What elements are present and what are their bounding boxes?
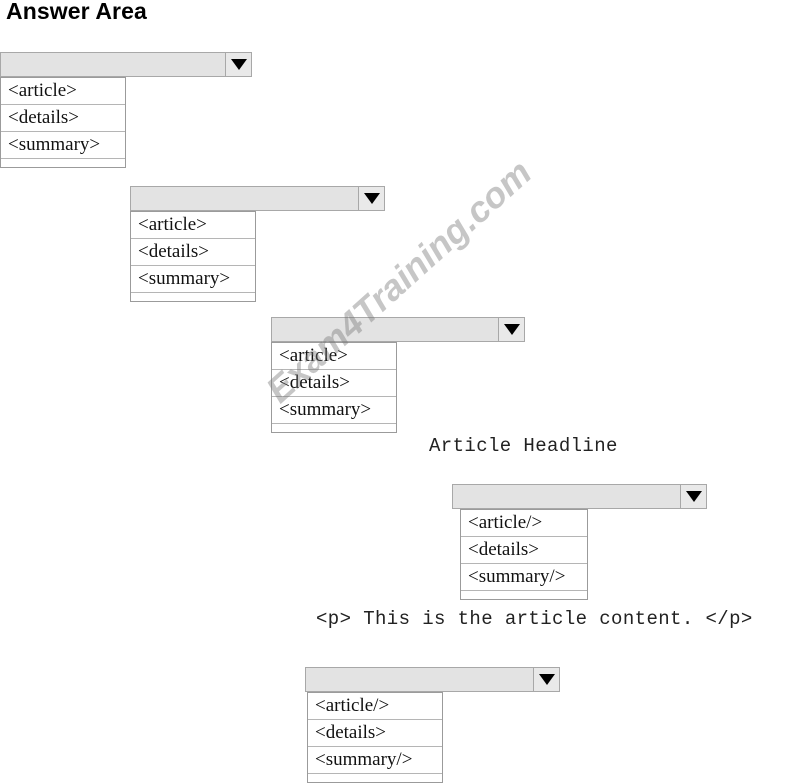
- chevron-down-icon: [685, 491, 702, 502]
- dropdown-3[interactable]: <article> <details> <summary>: [271, 317, 525, 433]
- dropdown-5-option-details[interactable]: <details>: [308, 720, 442, 747]
- dropdown-1-value[interactable]: [1, 53, 225, 76]
- dropdown-1-option-summary[interactable]: <summary>: [1, 132, 125, 159]
- dropdown-3-option-details[interactable]: <details>: [272, 370, 396, 397]
- article-paragraph-text: <p> This is the article content. </p>: [316, 608, 753, 630]
- dropdown-5[interactable]: <article/> <details> <summary/>: [305, 667, 560, 783]
- dropdown-2-option-details[interactable]: <details>: [131, 239, 255, 266]
- dropdown-1-toggle-button[interactable]: [225, 53, 251, 76]
- dropdown-2-option-article[interactable]: <article>: [131, 212, 255, 239]
- dropdown-3-value[interactable]: [272, 318, 498, 341]
- dropdown-1-option-details[interactable]: <details>: [1, 105, 125, 132]
- dropdown-4-toggle-button[interactable]: [680, 485, 706, 508]
- chevron-down-icon: [230, 59, 247, 70]
- dropdown-4-option-summary[interactable]: <summary/>: [461, 564, 587, 591]
- dropdown-4-value[interactable]: [453, 485, 680, 508]
- article-headline-text: Article Headline: [429, 435, 618, 457]
- dropdown-3-option-summary[interactable]: <summary>: [272, 397, 396, 424]
- dropdown-3-option-list[interactable]: <article> <details> <summary>: [271, 342, 397, 433]
- dropdown-1-option-article[interactable]: <article>: [1, 78, 125, 105]
- dropdown-1-option-list[interactable]: <article> <details> <summary>: [0, 77, 126, 168]
- page-title: Answer Area: [6, 0, 147, 24]
- dropdown-4[interactable]: <article/> <details> <summary/>: [452, 484, 707, 600]
- dropdown-2-toggle-button[interactable]: [358, 187, 384, 210]
- chevron-down-icon: [503, 324, 520, 335]
- dropdown-3-option-article[interactable]: <article>: [272, 343, 396, 370]
- dropdown-4-option-details[interactable]: <details>: [461, 537, 587, 564]
- dropdown-1[interactable]: <article> <details> <summary>: [0, 52, 252, 168]
- dropdown-1-bar[interactable]: [0, 52, 252, 77]
- dropdown-5-toggle-button[interactable]: [533, 668, 559, 691]
- dropdown-5-value[interactable]: [306, 668, 533, 691]
- dropdown-4-option-article[interactable]: <article/>: [461, 510, 587, 537]
- dropdown-2-bar[interactable]: [130, 186, 385, 211]
- dropdown-5-bar[interactable]: [305, 667, 560, 692]
- dropdown-2-option-list[interactable]: <article> <details> <summary>: [130, 211, 256, 302]
- dropdown-5-option-summary[interactable]: <summary/>: [308, 747, 442, 774]
- dropdown-4-option-list[interactable]: <article/> <details> <summary/>: [460, 509, 588, 600]
- dropdown-2-value[interactable]: [131, 187, 358, 210]
- chevron-down-icon: [363, 193, 380, 204]
- dropdown-3-toggle-button[interactable]: [498, 318, 524, 341]
- dropdown-4-bar[interactable]: [452, 484, 707, 509]
- dropdown-2[interactable]: <article> <details> <summary>: [130, 186, 385, 302]
- chevron-down-icon: [538, 674, 555, 685]
- dropdown-5-option-article[interactable]: <article/>: [308, 693, 442, 720]
- dropdown-3-bar[interactable]: [271, 317, 525, 342]
- dropdown-2-option-summary[interactable]: <summary>: [131, 266, 255, 293]
- dropdown-5-option-list[interactable]: <article/> <details> <summary/>: [307, 692, 443, 783]
